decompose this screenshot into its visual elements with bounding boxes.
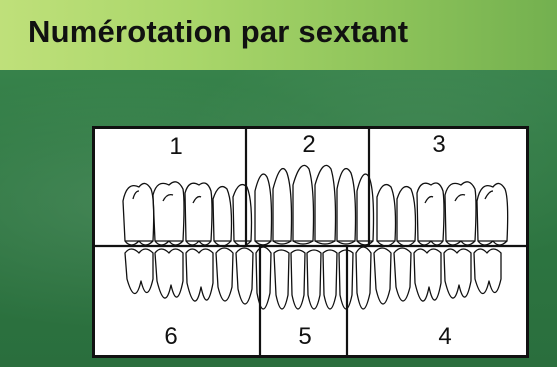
slide-title: Numérotation par sextant <box>28 14 408 50</box>
lower-tooth <box>155 249 183 298</box>
lower-tooth <box>216 248 233 301</box>
lower-tooth <box>307 250 321 309</box>
title-bar: Numérotation par sextant <box>0 0 557 70</box>
upper-tooth <box>185 183 212 241</box>
upper-tooth <box>233 185 252 241</box>
lower-tooth <box>374 248 391 304</box>
upper-tooth <box>477 183 508 241</box>
sextant-label-3: 3 <box>419 133 459 157</box>
upper-tooth <box>213 187 232 241</box>
upper-tooth <box>417 183 444 241</box>
upper-tooth <box>357 174 374 241</box>
lower-tooth <box>356 247 371 309</box>
upper-tooth <box>377 185 396 241</box>
lower-tooth <box>186 249 213 301</box>
dental-sextant-diagram: 1 2 3 6 5 4 <box>92 126 529 358</box>
lower-tooth <box>414 249 441 301</box>
lower-tooth <box>236 248 253 304</box>
upper-tooth <box>153 182 184 241</box>
sextant-label-1: 1 <box>156 135 196 159</box>
sextant-label-5: 5 <box>285 325 325 349</box>
upper-tooth <box>397 187 416 241</box>
lower-tooth <box>323 250 337 309</box>
upper-tooth <box>315 165 336 241</box>
upper-tooth <box>293 165 314 241</box>
sextant-label-6: 6 <box>151 325 191 349</box>
lower-tooth <box>394 248 411 301</box>
sextant-label-4: 4 <box>425 325 465 349</box>
lower-tooth <box>125 249 153 294</box>
lower-tooth <box>444 249 471 298</box>
upper-tooth <box>123 183 154 241</box>
dentition-drawing <box>95 129 526 355</box>
lower-tooth <box>291 250 305 309</box>
upper-tooth <box>445 182 476 241</box>
lower-tooth <box>256 247 271 309</box>
upper-tooth <box>255 174 272 241</box>
lower-tooth <box>474 249 501 294</box>
upper-tooth <box>337 169 356 241</box>
lower-tooth <box>274 250 289 309</box>
upper-tooth <box>273 169 292 241</box>
sextant-label-2: 2 <box>289 133 329 157</box>
